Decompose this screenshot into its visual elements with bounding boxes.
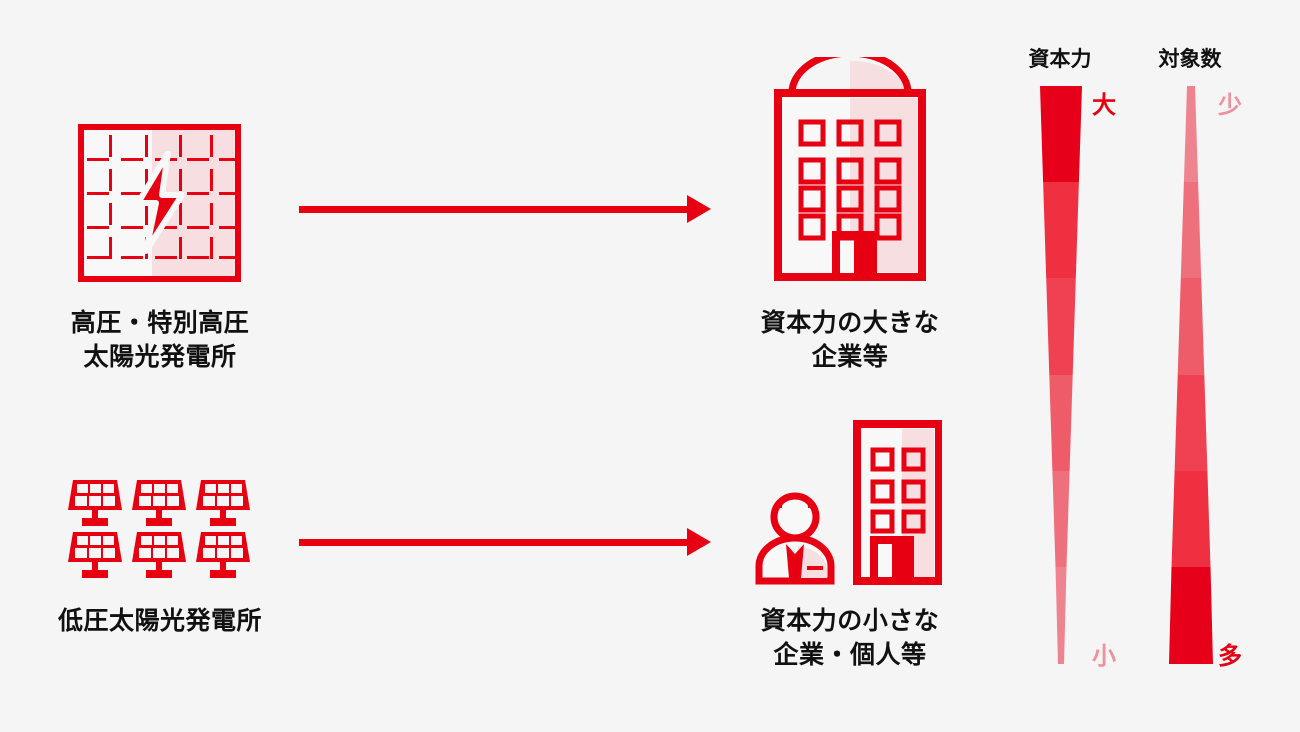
arrow-shaft [299, 206, 689, 213]
lightning-bolt-icon [134, 151, 185, 254]
arrow-shaft [299, 539, 689, 546]
arrow-head-icon [687, 528, 711, 556]
solar-panels-array-icon [66, 480, 256, 580]
arrow-head-icon [687, 195, 711, 223]
scale-target-top-label: 少 [1218, 91, 1242, 119]
scale-capital-top-label: 大 [1092, 91, 1116, 119]
scale-bar-target-count [1168, 86, 1216, 664]
scale-title-target-count: 対象数 [1158, 47, 1222, 71]
large-office-building-icon [768, 49, 932, 283]
scale-title-capital: 資本力 [1028, 47, 1092, 71]
source-caption-high-voltage: 高圧・特別高圧 太陽光発電所 [70, 308, 250, 371]
target-caption-large-capital: 資本力の大きな 企業等 [760, 308, 940, 371]
scale-target-bottom-label: 多 [1218, 642, 1242, 670]
solar-farm-grid-icon [78, 124, 241, 282]
scale-capital-bottom-label: 小 [1092, 642, 1116, 670]
scale-bar-capital [1040, 86, 1088, 664]
person-and-small-building-icon [752, 420, 943, 585]
source-caption-low-voltage: 低圧太陽光発電所 [57, 606, 262, 635]
solar-farm-grid-inner [84, 130, 235, 276]
target-caption-small-capital: 資本力の小さな 企業・個人等 [760, 606, 940, 669]
